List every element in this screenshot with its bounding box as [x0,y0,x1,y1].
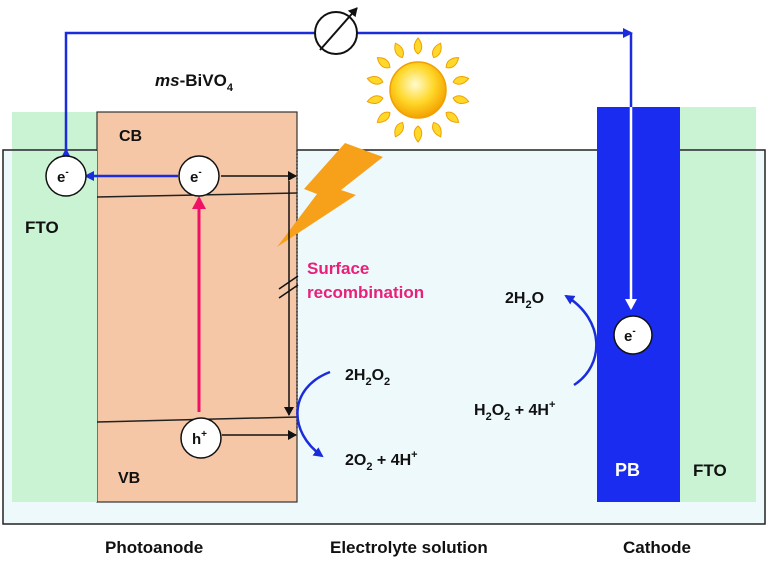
lightning-icon [277,143,383,247]
cathode-label: Cathode [623,538,691,557]
sun-ray-icon [394,42,404,59]
sun-ray-icon [452,75,470,85]
sun-ray-icon [445,57,460,69]
ammeter-icon [314,7,358,55]
electron-cathode: e- [613,315,653,355]
recombination-break-2 [278,284,299,299]
sun-ray-icon [432,42,442,59]
anode-reactant: 2H2O2 [345,367,390,388]
fto-left-label: FTO [25,218,59,237]
sun-ray-icon [366,75,384,85]
cathode-reaction-arrow [564,294,598,387]
sun-ray-icon [413,125,423,143]
material-title: ms-BiVO4 [155,71,234,94]
surface-recombination-label: Surface recombination [307,259,424,302]
fto-left-inner [12,151,97,502]
external-circuit-wire [61,31,315,158]
electrolyte-label: Electrolyte solution [330,538,488,557]
electron-cb: e- [178,155,220,197]
sun-ray-icon [376,57,391,69]
sun-ray-icon [413,37,423,55]
cathode-product: 2H2O [505,290,544,311]
svg-text:e-: e- [624,326,636,345]
sun-ray-icon [445,111,460,123]
electron-fto: e- [45,155,87,197]
vb-label: VB [118,470,140,487]
pb-electrode [597,107,680,502]
svg-text:e-: e- [57,167,69,186]
photoanode-label: Photoanode [105,538,203,557]
recombination-break-1 [278,275,299,290]
sun-ray-icon [376,111,391,123]
anode-reaction-arrow [296,370,331,458]
fto-right-inner [680,151,756,502]
svg-text:e-: e- [190,167,202,186]
cathode-reactant: H2O2 + 4H+ [474,399,555,423]
hole-vb: h+ [180,417,222,459]
sun-icon [366,37,470,143]
cb-label: CB [119,128,142,145]
fto-right-label: FTO [693,461,727,480]
sun-ray-icon [432,121,442,138]
svg-text:h+: h+ [192,429,207,448]
sun-ray-icon [452,95,470,105]
sun-ray-icon [394,121,404,138]
sun-ray-icon [366,95,384,105]
anode-product: 2O2 + 4H+ [345,449,418,473]
pb-label: PB [615,460,640,480]
